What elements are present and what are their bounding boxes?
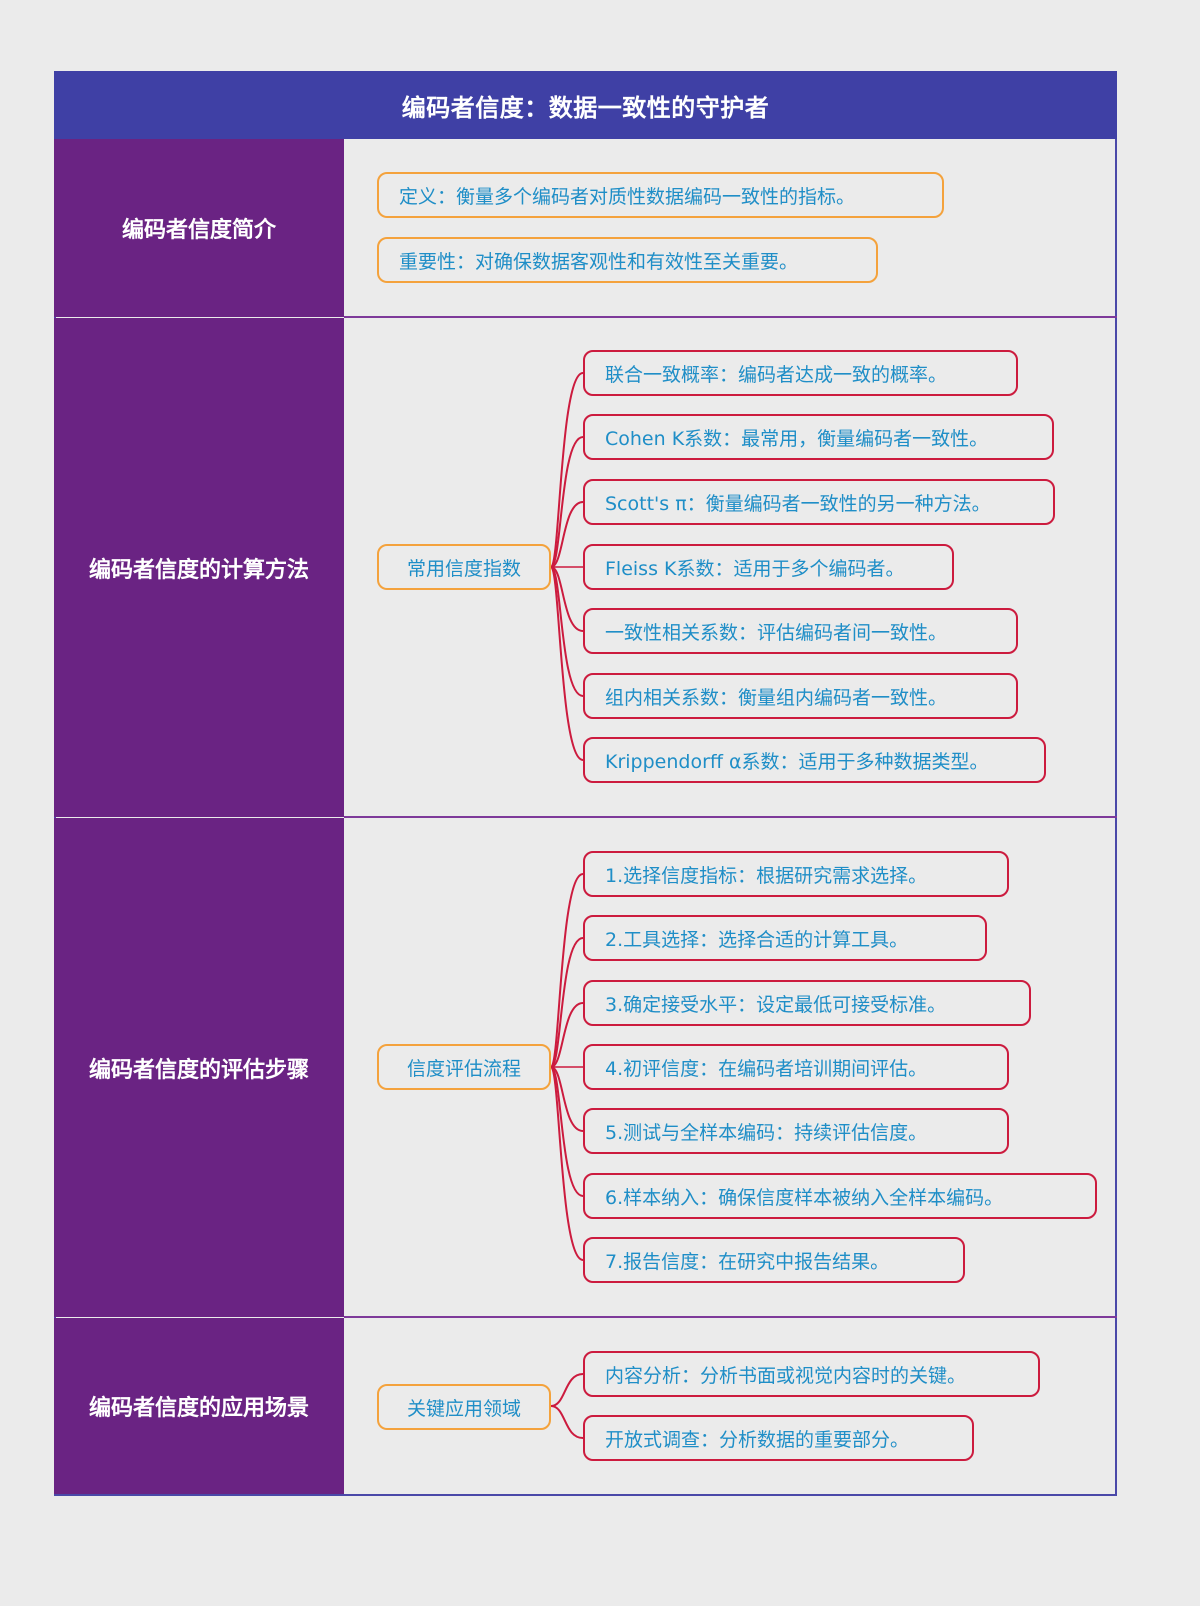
node-text: 2.工具选择：选择合适的计算工具。 [605, 928, 909, 951]
section-label: 编码者信度的评估步骤 [54, 818, 344, 1317]
leaf-node[interactable]: 7.报告信度：在研究中报告结果。 [583, 1237, 965, 1283]
leaf-node[interactable]: 组内相关系数：衡量组内编码者一致性。 [583, 673, 1018, 719]
node-text: Krippendorff α系数：适用于多种数据类型。 [605, 750, 989, 773]
leaf-node[interactable]: Krippendorff α系数：适用于多种数据类型。 [583, 737, 1046, 783]
node-text: 一致性相关系数：评估编码者间一致性。 [605, 621, 948, 644]
node-text: Fleiss K系数：适用于多个编码者。 [605, 557, 905, 580]
node-text: Cohen K系数：最常用，衡量编码者一致性。 [605, 427, 989, 450]
intro-importance-node[interactable]: 重要性：对确保数据客观性和有效性至关重要。 [377, 237, 878, 283]
leaf-node[interactable]: 5.测试与全样本编码：持续评估信度。 [583, 1108, 1009, 1154]
leaf-node[interactable]: Scott's π：衡量编码者一致性的另一种方法。 [583, 479, 1055, 525]
section-label: 编码者信度简介 [54, 139, 344, 317]
section-applications: 编码者信度的应用场景 [54, 1318, 1117, 1494]
leaf-node[interactable]: 一致性相关系数：评估编码者间一致性。 [583, 608, 1018, 654]
section-label: 编码者信度的应用场景 [54, 1318, 344, 1494]
node-text: 7.报告信度：在研究中报告结果。 [605, 1250, 890, 1273]
leaf-node[interactable]: 内容分析：分析书面或视觉内容时的关键。 [583, 1351, 1040, 1397]
node-text: 1.选择信度指标：根据研究需求选择。 [605, 864, 928, 887]
node-text: 3.确定接受水平：设定最低可接受标准。 [605, 993, 947, 1016]
node-text: 重要性：对确保数据客观性和有效性至关重要。 [399, 250, 799, 273]
leaf-node[interactable]: Fleiss K系数：适用于多个编码者。 [583, 544, 954, 590]
leaf-node[interactable]: 6.样本纳入：确保信度样本被纳入全样本编码。 [583, 1173, 1097, 1219]
row-divider [344, 1316, 1117, 1318]
leaf-node[interactable]: 3.确定接受水平：设定最低可接受标准。 [583, 980, 1031, 1026]
section-calculation: 编码者信度的计算方法 [54, 318, 1117, 817]
node-text: 开放式调查：分析数据的重要部分。 [605, 1428, 910, 1451]
row-divider [344, 816, 1117, 818]
page-title: 编码者信度：数据一致性的守护者 [54, 71, 1117, 139]
node-text: 4.初评信度：在编码者培训期间评估。 [605, 1057, 928, 1080]
node-text: 6.样本纳入：确保信度样本被纳入全样本编码。 [605, 1186, 1004, 1209]
hub-common-indices[interactable]: 常用信度指数 [377, 544, 551, 590]
section-evaluation: 编码者信度的评估步骤 [54, 818, 1117, 1317]
leaf-node[interactable]: 开放式调查：分析数据的重要部分。 [583, 1415, 974, 1461]
section-intro: 编码者信度简介 [54, 139, 1117, 317]
hub-text: 常用信度指数 [406, 557, 521, 580]
node-text: 联合一致概率：编码者达成一致的概率。 [605, 363, 948, 386]
hub-key-applications[interactable]: 关键应用领域 [377, 1384, 551, 1430]
row-divider [344, 316, 1117, 318]
section-label: 编码者信度的计算方法 [54, 318, 344, 817]
leaf-node[interactable]: 1.选择信度指标：根据研究需求选择。 [583, 851, 1009, 897]
node-text: 5.测试与全样本编码：持续评估信度。 [605, 1121, 928, 1144]
node-text: Scott's π：衡量编码者一致性的另一种方法。 [605, 492, 991, 515]
node-text: 组内相关系数：衡量组内编码者一致性。 [605, 686, 948, 709]
intro-definition-node[interactable]: 定义：衡量多个编码者对质性数据编码一致性的指标。 [377, 172, 944, 218]
hub-text: 关键应用领域 [406, 1397, 521, 1420]
leaf-node[interactable]: Cohen K系数：最常用，衡量编码者一致性。 [583, 414, 1054, 460]
node-text: 定义：衡量多个编码者对质性数据编码一致性的指标。 [399, 185, 856, 208]
leaf-node[interactable]: 4.初评信度：在编码者培训期间评估。 [583, 1044, 1009, 1090]
hub-evaluation-process[interactable]: 信度评估流程 [377, 1044, 551, 1090]
leaf-node[interactable]: 联合一致概率：编码者达成一致的概率。 [583, 350, 1018, 396]
node-text: 内容分析：分析书面或视觉内容时的关键。 [605, 1364, 967, 1387]
hub-text: 信度评估流程 [406, 1057, 521, 1080]
leaf-node[interactable]: 2.工具选择：选择合适的计算工具。 [583, 915, 987, 961]
